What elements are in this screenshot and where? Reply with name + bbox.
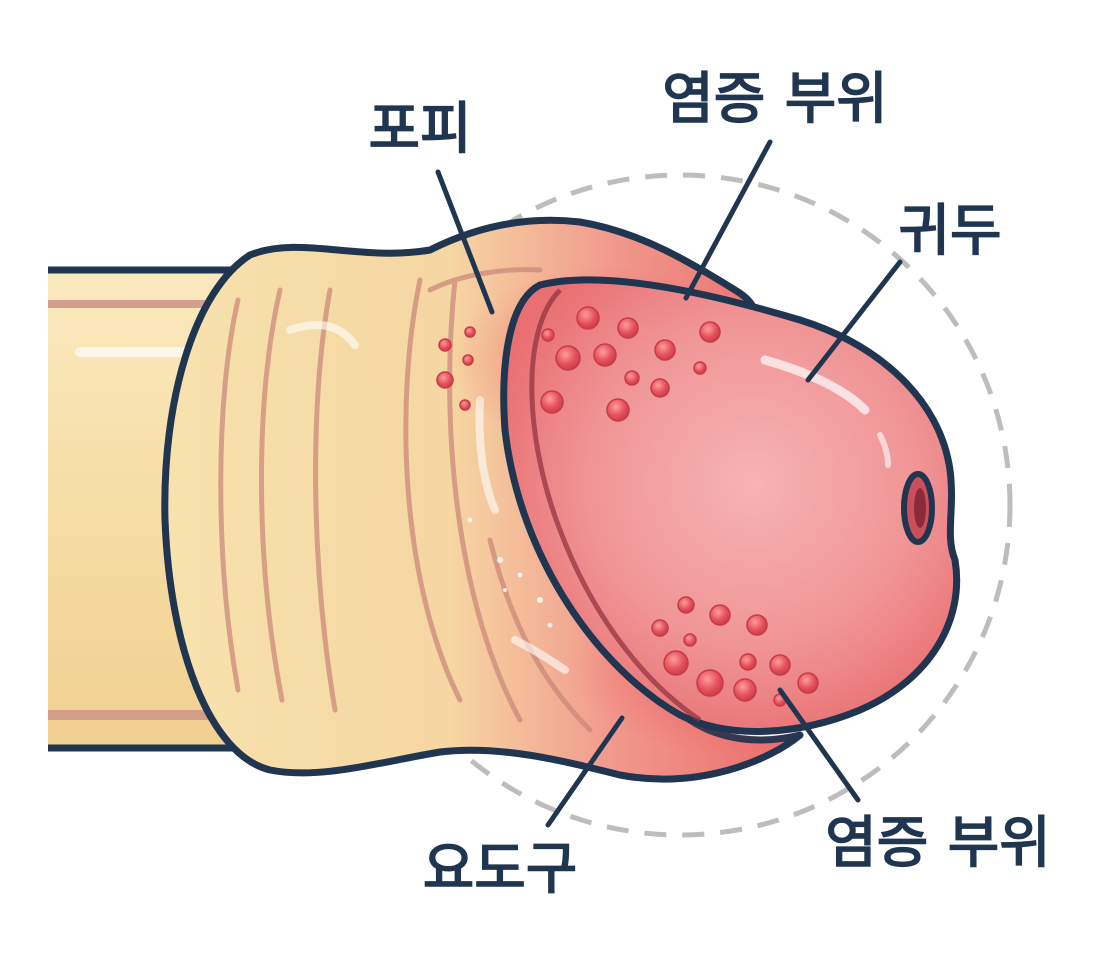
urethral-opening [901,471,935,545]
pustules-top [436,306,721,422]
leader-urethral-opening [545,715,625,828]
label-urethral-opening: 요도구 [423,837,578,902]
glans-highlight [760,355,870,415]
label-inflamed-top: 염증 부위 [662,67,888,132]
glans-highlight-2 [877,432,891,468]
leader-foreskin [435,169,495,315]
corona-line [529,288,702,723]
leader-inflamed-top [683,139,773,301]
leader-inflamed-bottom [777,687,861,803]
pustules-bottom [651,596,819,707]
foreskin-specks [467,517,553,628]
label-glans: 귀두 [898,199,1001,264]
leader-glans [805,259,903,383]
label-inflamed-bottom: 염증 부위 [825,811,1051,876]
label-foreskin: 포피 [368,97,471,162]
